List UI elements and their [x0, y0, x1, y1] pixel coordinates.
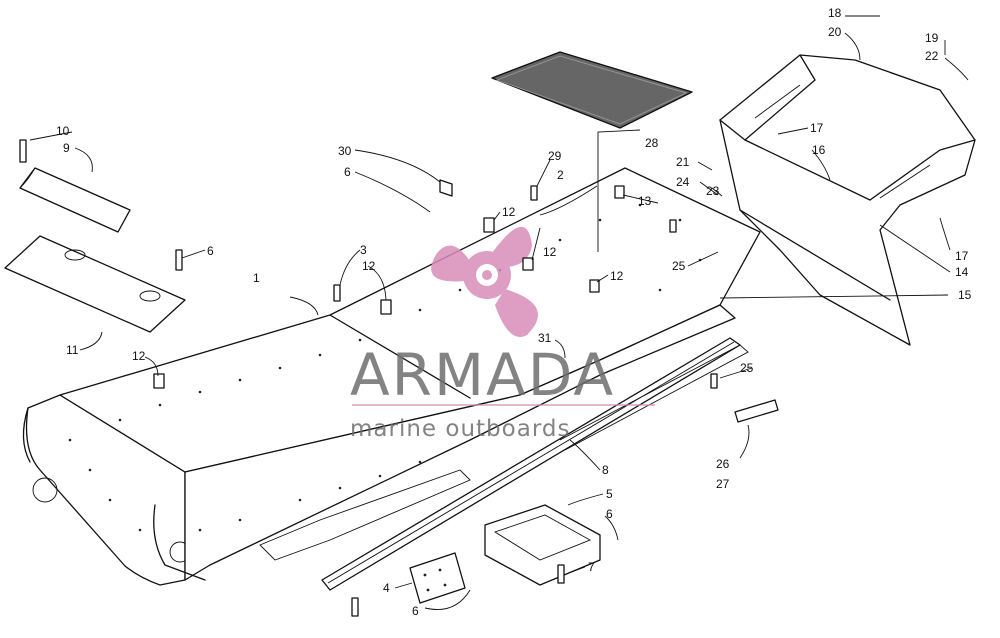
callout-20: 20: [828, 25, 842, 39]
callout-30: 30: [338, 144, 352, 158]
watermark: ARMADA marine outboards: [350, 226, 655, 442]
callout-3: 3: [360, 243, 367, 257]
plate-11: [4, 235, 186, 333]
bracket-5: [484, 504, 601, 586]
callout-2: 2: [557, 168, 564, 182]
heat-shield-9: [19, 167, 131, 233]
callout-25-a: 25: [672, 259, 686, 273]
callout-12-a: 12: [132, 349, 146, 363]
callout-12-c: 12: [502, 205, 516, 219]
callout-12-d: 12: [543, 245, 557, 259]
callout-29: 29: [548, 149, 562, 163]
callout-23: 23: [706, 184, 720, 198]
callout-16: 16: [812, 143, 826, 157]
tunnel-rivets: [68, 203, 702, 532]
callout-15: 15: [958, 288, 972, 302]
callout-18: 18: [828, 6, 842, 20]
tunnel-assembly: [22, 167, 761, 586]
callout-24: 24: [676, 175, 690, 189]
callout-6-b: 6: [344, 165, 351, 179]
callout-27: 27: [716, 477, 730, 491]
watermark-brand: ARMADA: [350, 341, 615, 409]
callout-10: 10: [56, 124, 70, 138]
callout-31: 31: [538, 331, 552, 345]
callout-21: 21: [676, 155, 690, 169]
callout-labels: 1 2 3 4 5 6 6 6 6 7 8 9 10 11 12 12 12 1…: [56, 6, 972, 618]
callout-22: 22: [925, 49, 939, 63]
callout-12-b: 12: [362, 259, 376, 273]
callout-17-b: 17: [955, 249, 969, 263]
callout-14: 14: [955, 265, 969, 279]
callout-7: 7: [588, 560, 595, 574]
rear-bumper-assembly: [719, 54, 976, 346]
callout-6-a: 6: [207, 244, 214, 258]
callout-26: 26: [716, 457, 730, 471]
callout-9: 9: [63, 141, 70, 155]
callout-11: 11: [66, 343, 79, 357]
callout-1: 1: [253, 271, 260, 285]
propeller-logo: [431, 226, 538, 337]
callout-4: 4: [383, 581, 390, 595]
callout-12-e: 12: [610, 269, 624, 283]
callout-17-a: 17: [810, 121, 824, 135]
rubber-mat: [491, 51, 693, 129]
callout-5: 5: [606, 487, 613, 501]
callout-6-d: 6: [412, 604, 419, 618]
callout-28: 28: [645, 136, 659, 150]
callout-25-b: 25: [740, 361, 754, 375]
callout-8: 8: [602, 463, 609, 477]
reflector-26: [734, 399, 779, 423]
running-board-strip: [321, 337, 749, 591]
callout-19: 19: [925, 31, 939, 45]
leader-lines: [29, 15, 969, 610]
plate-4: [409, 552, 466, 604]
fasteners: [19, 139, 718, 617]
callout-13: 13: [638, 194, 652, 208]
callout-6-c: 6: [606, 507, 613, 521]
watermark-tagline: marine outboards: [350, 416, 570, 442]
